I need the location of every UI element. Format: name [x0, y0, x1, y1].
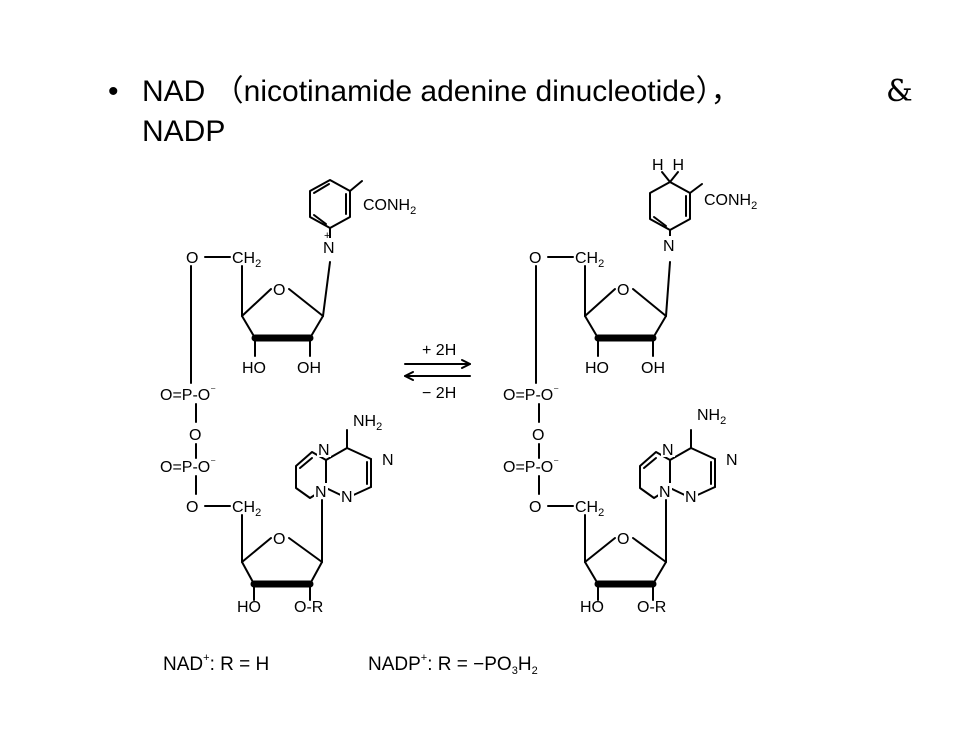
- left-lower-ribose: [241, 499, 323, 601]
- left-bridge-oxygen: O: [189, 427, 201, 444]
- right-phosphate-2: O=P-O⁻: [503, 457, 559, 476]
- right-adenine: [639, 429, 716, 499]
- left-adenine-n-3: N: [341, 489, 353, 506]
- left-ch2-label: CH2: [232, 250, 261, 270]
- left-phosphate-1: O=P-O⁻: [160, 385, 216, 404]
- caption: NAD+: R = H NADP+: R = −PO3H2: [163, 652, 538, 677]
- caption-nadp: NADP+: R = −PO3H2: [368, 652, 538, 677]
- right-adenine-n-3: N: [685, 489, 697, 506]
- left-lower-ho-label: HO: [237, 599, 261, 616]
- left-carboxamide-label: CONH2: [363, 197, 416, 217]
- right-lower-ch2-label: CH2: [575, 499, 604, 519]
- left-o-label: O: [186, 250, 198, 267]
- left-adenine: [295, 429, 372, 499]
- left-phosphate-2: O=P-O⁻: [160, 457, 216, 476]
- left-oh-label: OH: [297, 360, 321, 377]
- right-o-label: O: [529, 250, 541, 267]
- reversible-arrows: [404, 359, 471, 381]
- left-upper-ribose: [204, 256, 331, 357]
- left-lower-ch2-label: CH2: [232, 499, 261, 519]
- right-lower-ring-oxygen: O: [617, 531, 629, 548]
- left-ho-label: HO: [242, 360, 266, 377]
- left-adenine-n-7: N: [318, 442, 330, 459]
- left-nicotinamide-ring: [309, 179, 363, 245]
- caption-nad: NAD+: R = H: [163, 652, 269, 675]
- right-lower-o-label: O: [529, 499, 541, 516]
- left-molecule-labels: CONH2 N + O CH2 O HO OH O=P-O⁻ O O=P-O⁻ …: [160, 197, 416, 616]
- left-lower-ring-oxygen: O: [273, 531, 285, 548]
- right-ch2-label: CH2: [575, 250, 604, 270]
- right-phosphate-chain: [535, 265, 574, 507]
- right-nh2-label: NH2: [697, 407, 726, 427]
- bullet-point: •: [108, 75, 119, 108]
- left-adenine-n-9: N: [315, 484, 327, 501]
- right-adenine-n-1: N: [726, 452, 738, 469]
- title-line-2: NADP: [142, 115, 226, 148]
- right-oh-label: OH: [641, 360, 665, 377]
- title-line-1: NAD （nicotinamide adenine dinucleotide），: [142, 75, 741, 108]
- left-ring-oxygen: O: [273, 282, 285, 299]
- right-ring-nitrogen: N: [663, 238, 675, 255]
- left-lower-o-label: O: [186, 499, 198, 516]
- right-adenine-n-7: N: [662, 442, 674, 459]
- left-adenine-n-1: N: [382, 452, 394, 469]
- right-lower-ho-label: HO: [580, 599, 604, 616]
- right-phosphate-1: O=P-O⁻: [503, 385, 559, 404]
- right-o-r-label: O-R: [637, 599, 666, 616]
- left-ring-nitrogen: N: [323, 240, 335, 257]
- right-carboxamide-label: CONH2: [704, 192, 757, 212]
- reverse-reaction-label: − 2H: [422, 385, 456, 402]
- right-dihydronicotinamide-ring: [649, 171, 703, 245]
- left-phosphate-chain: [190, 265, 231, 507]
- right-upper-ribose: [547, 256, 671, 357]
- right-molecule-labels: H H CONH2 N O CH2 O HO OH O=P-O⁻ O O=P-O…: [503, 157, 757, 616]
- left-nh2-label: NH2: [353, 413, 382, 433]
- right-ring-oxygen: O: [617, 282, 629, 299]
- right-ho-label: HO: [585, 360, 609, 377]
- left-o-r-label: O-R: [294, 599, 323, 616]
- title-ampersand: &: [886, 74, 913, 109]
- right-adenine-n-9: N: [659, 484, 671, 501]
- right-bridge-oxygen: O: [532, 427, 544, 444]
- left-plus-charge: +: [324, 230, 330, 242]
- forward-reaction-label: + 2H: [422, 342, 456, 359]
- right-hydrogen-pair: H H: [652, 157, 684, 174]
- right-lower-ribose: [584, 499, 667, 601]
